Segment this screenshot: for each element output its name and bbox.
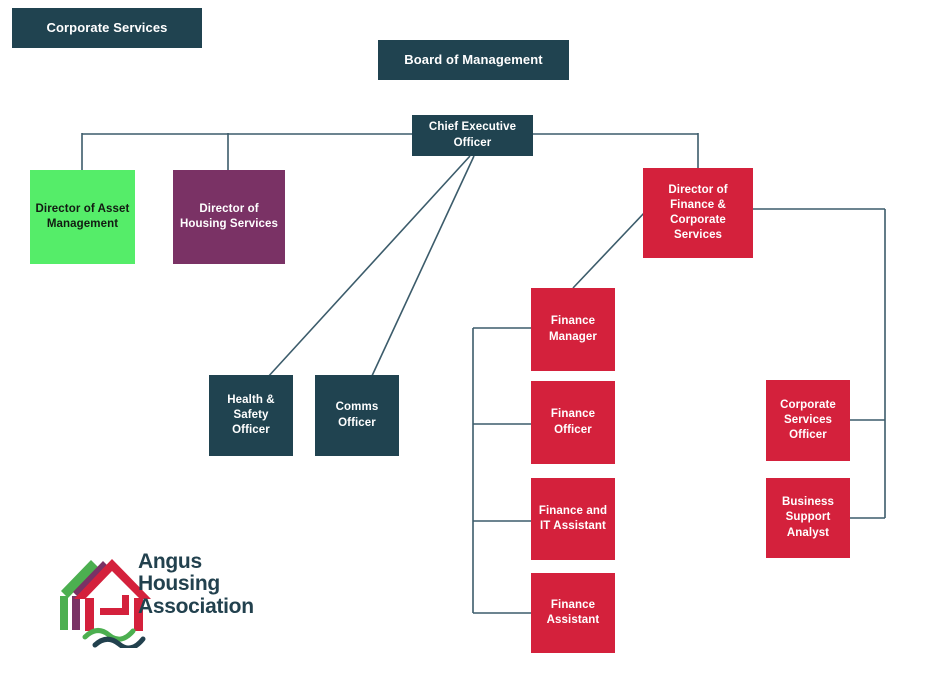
connector-ceo-to-health-safety — [266, 155, 471, 379]
node-label: Comms Officer — [335, 401, 379, 429]
node-finance-officer[interactable]: Finance Officer — [531, 381, 615, 464]
house-icon — [60, 559, 151, 648]
node-chief-executive-officer[interactable]: Chief Executive Officer — [412, 115, 533, 156]
node-corporate-services-officer[interactable]: Corporate Services Officer — [766, 380, 850, 461]
node-label: Finance Assistant — [546, 598, 600, 626]
node-label: Finance and IT Assistant — [538, 504, 608, 532]
node-health-and-safety-officer[interactable]: Health & Safety Officer — [209, 375, 293, 456]
node-label: Director of Asset Management — [35, 202, 130, 230]
node-label: Health & Safety Officer — [227, 393, 275, 437]
connector-finance-dir-to-manager — [572, 211, 646, 289]
node-finance-manager[interactable]: Finance Manager — [531, 288, 615, 371]
node-board-of-management[interactable]: Board of Management — [378, 40, 569, 80]
node-corporate-services[interactable]: Corporate Services — [12, 8, 202, 48]
node-label: Chief Executive Officer — [428, 121, 517, 149]
node-label: Director of Housing Services — [179, 202, 279, 230]
angus-housing-association-logo: Angus Housing Association — [55, 548, 270, 648]
node-finance-and-it-assistant[interactable]: Finance and IT Assistant — [531, 478, 615, 560]
node-director-of-asset-management[interactable]: Director of Asset Management — [30, 170, 135, 264]
node-label: Corporate Services — [46, 20, 168, 36]
node-finance-assistant[interactable]: Finance Assistant — [531, 573, 615, 653]
logo-wordmark: Angus Housing Association — [138, 550, 273, 618]
node-comms-officer[interactable]: Comms Officer — [315, 375, 399, 456]
node-label: Business Support Analyst — [782, 496, 834, 539]
node-label: Finance Manager — [549, 315, 597, 343]
logo-line-1: Angus — [138, 550, 202, 573]
node-label: Corporate Services Officer — [780, 398, 836, 442]
connector-ceo-to-comms — [370, 155, 475, 379]
logo-line-2: Housing — [138, 572, 220, 596]
node-label: Finance Officer — [550, 408, 596, 436]
node-label: Board of Management — [404, 52, 543, 68]
node-label: Director of Finance & Corporate Services — [668, 183, 728, 242]
node-director-of-housing-services[interactable]: Director of Housing Services — [173, 170, 285, 264]
logo-line-3: Association — [138, 594, 254, 618]
node-director-of-finance-and-corporate-services[interactable]: Director of Finance & Corporate Services — [643, 168, 753, 258]
node-business-support-analyst[interactable]: Business Support Analyst — [766, 478, 850, 558]
